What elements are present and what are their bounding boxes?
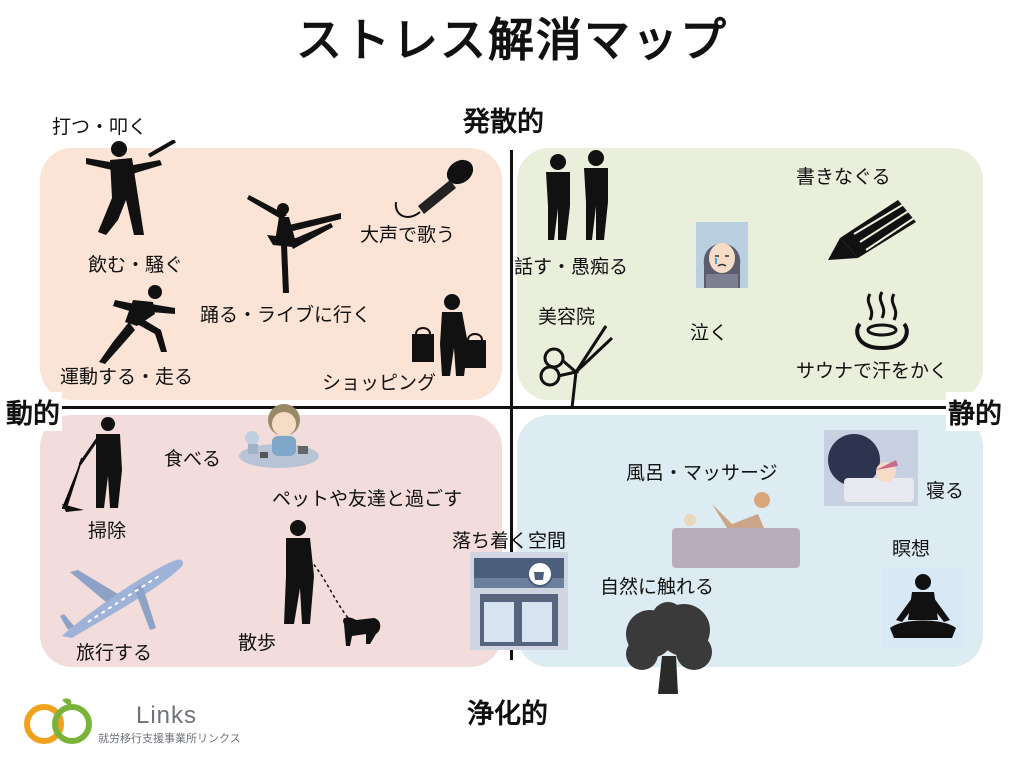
label-pets: ペットや友達と過ごす	[272, 488, 463, 510]
label-walk: 散歩	[238, 632, 277, 654]
bath-icon	[672, 484, 800, 568]
child-with-toys-icon	[236, 398, 322, 470]
batter-icon	[82, 140, 177, 240]
label-hit: 打つ・叩く	[52, 116, 148, 138]
hot-spring-icon	[852, 290, 912, 352]
cleaning-icon	[62, 414, 132, 514]
label-talk: 話す・愚痴る	[514, 256, 629, 278]
label-meditate: 瞑想	[892, 538, 931, 560]
axis-label-bottom: 浄化的	[463, 692, 552, 731]
axis-label-top: 発散的	[459, 100, 548, 139]
microphone-icon	[388, 156, 478, 226]
meditation-icon	[882, 568, 964, 648]
dog-walker-icon	[278, 520, 388, 650]
vertical-axis	[510, 150, 513, 660]
links-logo-mark	[22, 696, 96, 746]
ballerina-icon	[245, 195, 345, 295]
scissors-icon	[536, 320, 616, 410]
logo-subtitle: 就労移行支援事業所リンクス	[98, 732, 241, 745]
cafe-icon	[470, 552, 568, 650]
airplane-icon	[58, 540, 186, 640]
crying-face-icon	[696, 222, 748, 288]
label-sauna: サウナで汗をかく	[796, 360, 949, 382]
label-write: 書きなぐる	[796, 166, 891, 188]
label-shopping: ショッピング	[322, 372, 437, 394]
tree-icon	[620, 602, 718, 696]
page-title: ストレス解消マップ	[296, 13, 728, 67]
label-salon: 美容院	[538, 306, 596, 328]
label-nature: 自然に触れる	[600, 576, 715, 598]
label-clean: 掃除	[88, 520, 127, 542]
label-sleep: 寝る	[926, 480, 965, 502]
logo-name: Links	[136, 702, 198, 729]
sleeping-icon	[824, 430, 918, 506]
label-cry: 泣く	[690, 322, 729, 344]
shopping-icon	[406, 292, 491, 377]
sprinter-icon	[95, 282, 185, 367]
label-eat: 食べる	[164, 448, 222, 470]
label-exercise: 運動する・走る	[60, 366, 194, 388]
label-bath: 風呂・マッサージ	[626, 462, 778, 484]
label-drink: 飲む・騒ぐ	[88, 254, 184, 276]
label-cafe: 落ち着く空間	[452, 530, 567, 552]
axis-label-right: 静的	[946, 392, 1004, 431]
pencil-icon	[824, 194, 920, 260]
people-talking-icon	[540, 150, 615, 242]
axis-label-left: 動的	[4, 392, 62, 431]
label-travel: 旅行する	[76, 642, 153, 664]
label-sing: 大声で歌う	[360, 224, 456, 246]
label-dance: 踊る・ライブに行く	[200, 304, 372, 326]
